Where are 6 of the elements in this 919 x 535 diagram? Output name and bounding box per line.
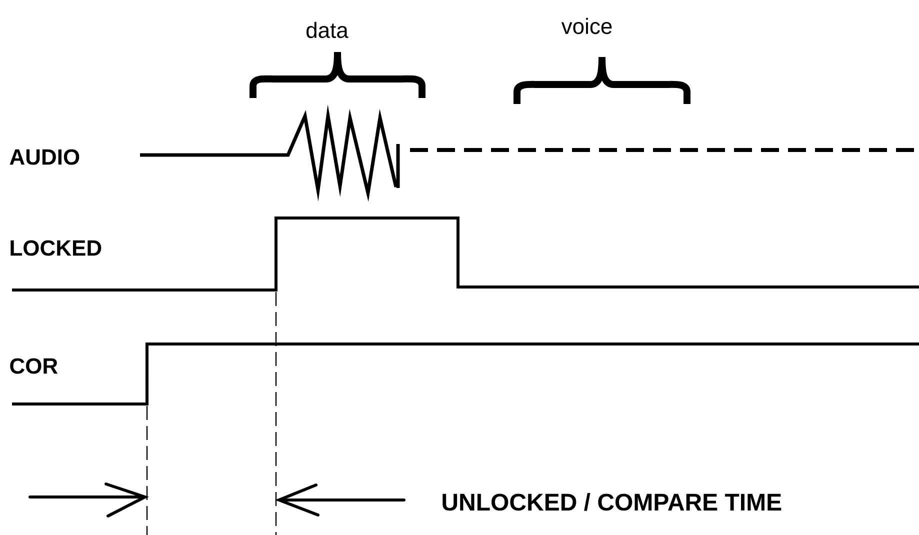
- brace-label: data: [306, 22, 348, 38]
- dimension-label: UNLOCKED / COMPARE TIME: [442, 493, 782, 511]
- signal-label: AUDIO: [10, 149, 80, 165]
- brace-label: voice: [561, 18, 612, 34]
- signal-label: COR: [10, 358, 58, 374]
- signal-label: LOCKED: [10, 240, 102, 256]
